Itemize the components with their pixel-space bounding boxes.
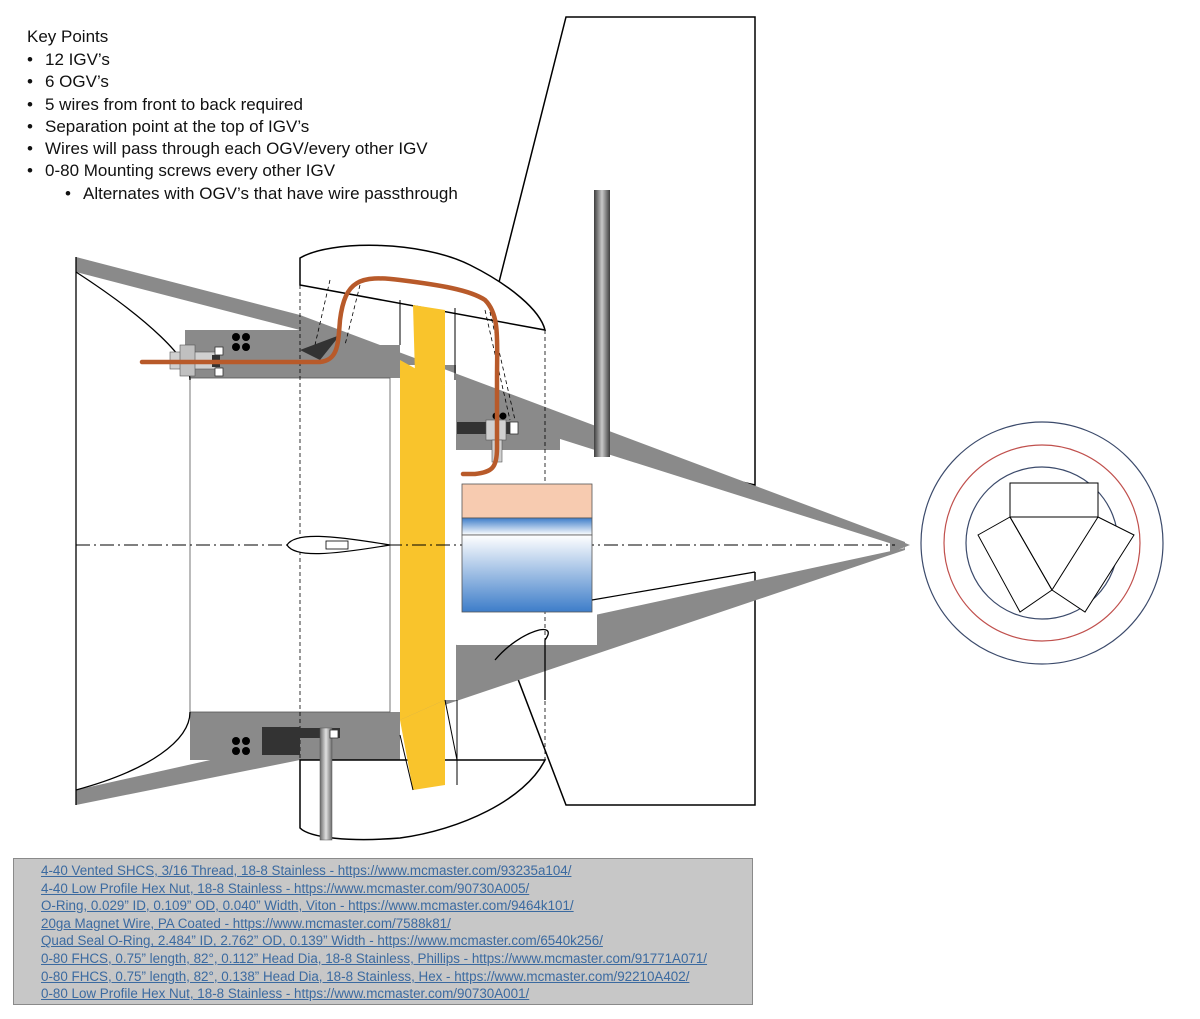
key-point-item: Wires will pass through each OGV/every o… [27,138,458,161]
key-point-item: 6 OGV’s [27,71,458,94]
magnet-wire [139,276,500,477]
part-link[interactable]: 0-80 Low Profile Hex Nut, 18-8 Stainless… [41,986,530,1002]
o-ring-top [232,333,250,351]
battery [461,483,756,613]
fuselage-outline [75,257,191,805]
bottom-screw-assembly [262,727,340,841]
key-points-list: 12 IGV’s 6 OGV’s 5 wires from front to b… [27,49,458,205]
part-link[interactable]: 4-40 Low Profile Hex Nut, 18-8 Stainless… [41,880,530,896]
key-point-item: 5 wires from front to back required [27,94,458,117]
part-link[interactable]: 20ga Magnet Wire, PA Coated - https://ww… [41,915,451,931]
cowl-bottom-fairing [494,628,549,700]
cowl-bottom [299,759,547,841]
key-point-item: 12 IGV’s [27,49,458,72]
spinner-airfoil [286,535,391,555]
vane-lines [399,300,458,791]
part-link[interactable]: Quad Seal O-Ring, 2.484” ID, 2.762” OD, … [41,933,603,949]
key-point-subitem: Alternates with OGV’s that have wire pas… [65,183,458,206]
parts-list-box: 4-40 Vented SHCS, 3/16 Thread, 18-8 Stai… [13,858,753,1005]
o-ring-bottom [232,737,250,755]
part-link[interactable]: 0-80 FHCS, 0.75” length, 82°, 0.112” Hea… [41,950,708,966]
cowl-top [299,244,547,331]
part-link[interactable]: O-Ring, 0.029” ID, 0.109” OD, 0.040” Wid… [41,898,574,914]
rotor-blade [400,305,445,790]
key-point-item: 0-80 Mounting screws every other IGV [27,160,458,183]
support-rod [594,190,610,457]
key-points-title: Key Points [27,27,109,46]
part-link[interactable]: 0-80 FHCS, 0.75” length, 82°, 0.138” Hea… [41,968,690,984]
part-link[interactable]: 4-40 Vented SHCS, 3/16 Thread, 18-8 Stai… [41,863,572,878]
key-point-item: Separation point at the top of IGV’s [27,116,458,139]
front-view [920,421,1164,665]
